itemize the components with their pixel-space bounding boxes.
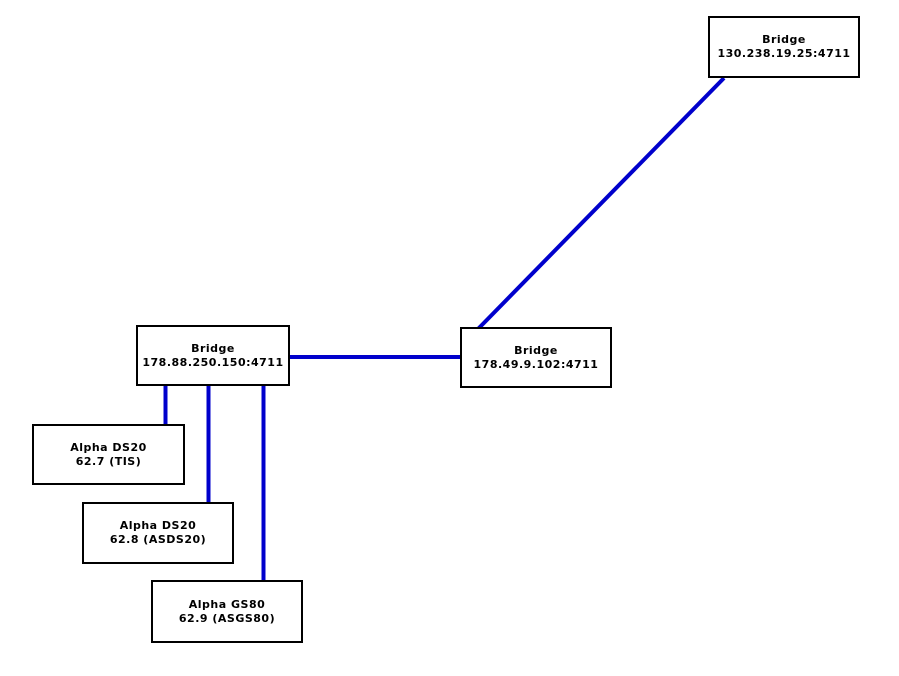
node-alpha-ds20-asds20: Alpha DS20 62.8 (ASDS20): [82, 502, 234, 564]
node-subtitle: 62.7 (TIS): [75, 454, 142, 468]
node-bridge-178-49-9-102: Bridge 178.49.9.102:4711: [460, 327, 612, 388]
node-subtitle: 178.49.9.102:4711: [473, 357, 599, 371]
node-bridge-130-238-19-25: Bridge 130.238.19.25:4711: [708, 16, 860, 78]
node-subtitle: 130.238.19.25:4711: [717, 47, 851, 60]
node-bridge-178-88-250-150: Bridge 178.88.250.150:4711: [136, 325, 290, 386]
node-title: Bridge: [191, 341, 235, 355]
node-alpha-ds20-tis: Alpha DS20 62.7 (TIS): [32, 424, 185, 485]
node-title: Alpha DS20: [70, 440, 147, 454]
node-title: Bridge: [762, 33, 806, 46]
edge-bridge-top-to-bridge-center: [475, 76, 726, 332]
node-subtitle: 62.8 (ASDS20): [109, 533, 207, 546]
node-title: Alpha DS20: [119, 519, 197, 532]
node-title: Bridge: [514, 343, 558, 357]
node-subtitle: 178.88.250.150:4711: [142, 355, 284, 369]
node-subtitle: 62.9 (ASGS80): [178, 611, 276, 625]
node-alpha-gs80-asgs80: Alpha GS80 62.9 (ASGS80): [151, 580, 303, 643]
node-title: Alpha GS80: [188, 597, 266, 611]
